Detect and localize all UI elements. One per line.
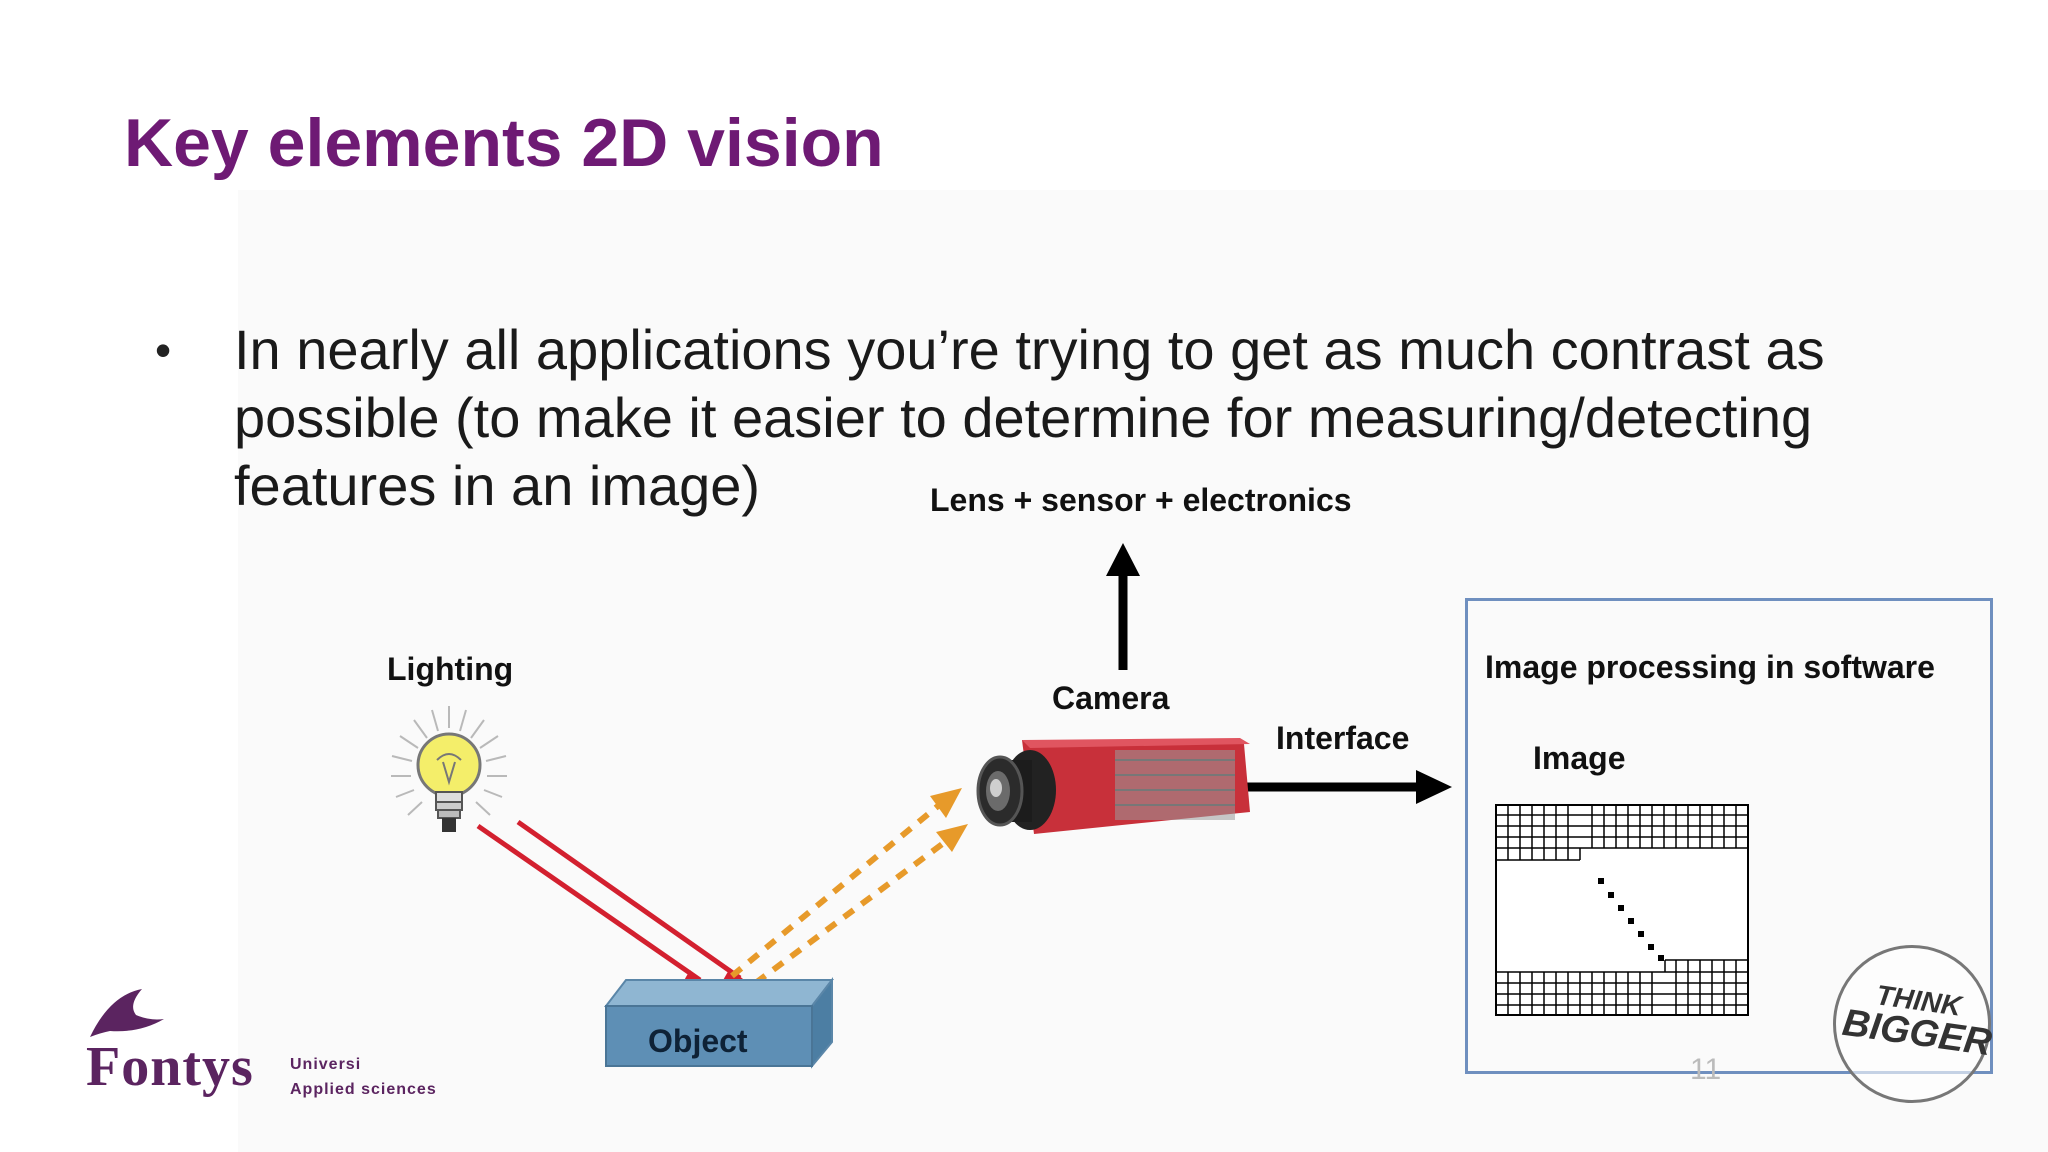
image-grid [1495,804,1749,1016]
lens-sensor-label: Lens + sensor + electronics [930,482,1352,518]
image-processing-label: Image processing in software [1485,649,1935,685]
slide-title: Key elements 2D vision [124,105,884,181]
object-label: Object [648,1023,748,1059]
bullet-text: In nearly all applications you’re trying… [234,318,1825,517]
camera-label: Camera [1052,680,1170,716]
image-label: Image [1533,740,1626,776]
light-bulb-icon [391,706,507,832]
page-number: 11 [1690,1053,1722,1086]
image-processing-panel [1465,598,1993,1074]
object-box [603,977,835,1069]
think-bigger-badge [1833,945,1991,1103]
bullet-marker: • [155,324,172,376]
light-rays [476,819,756,992]
fontys-logo-text: Fontys [86,1036,254,1098]
fontys-logo-subline-2: Applied sciences [290,1081,437,1098]
up-arrow [1106,543,1140,670]
reflected-rays [713,788,968,999]
fontys-logo-icon [90,989,164,1037]
fontys-logo-subline-1: Universi [290,1056,362,1073]
interface-label: Interface [1276,720,1410,756]
camera-icon [976,738,1250,834]
lighting-label: Lighting [387,651,514,687]
